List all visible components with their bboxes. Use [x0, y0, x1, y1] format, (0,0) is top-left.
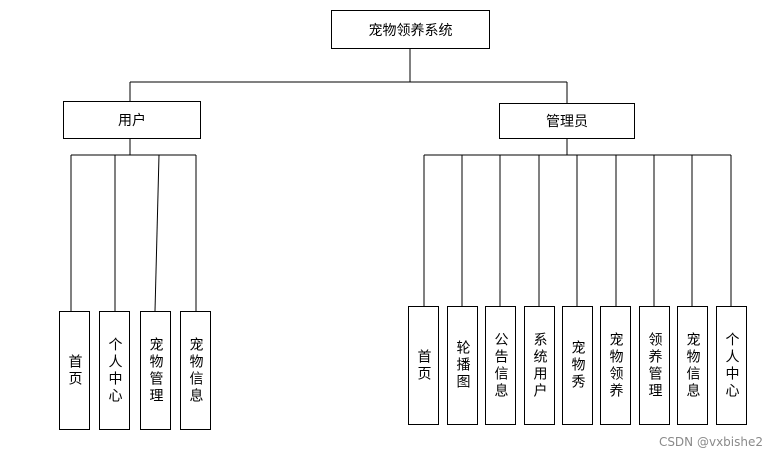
root-label: 宠物领养系统	[368, 22, 453, 39]
admin-label: 管理员	[546, 114, 588, 130]
root-node: 宠物领养系统	[331, 10, 490, 49]
admin-child-node: 宠物领养	[600, 306, 631, 425]
admin-child-label: 宠物领养	[607, 331, 624, 400]
watermark: CSDN @vxbishe2	[658, 435, 763, 449]
admin-child-node: 宠物秀	[562, 306, 593, 425]
admin-child-node: 系统用户	[524, 306, 555, 425]
admin-child-node: 宠物信息	[677, 306, 708, 425]
admin-node: 管理员	[499, 103, 635, 139]
admin-child-label: 领养管理	[646, 331, 663, 400]
admin-child-label: 宠物信息	[684, 331, 701, 400]
user-child-label: 宠物信息	[187, 336, 204, 405]
user-child-label: 个人中心	[106, 336, 123, 405]
user-child-label: 宠物管理	[147, 336, 164, 405]
admin-child-label: 个人中心	[723, 331, 740, 400]
admin-child-node: 公告信息	[485, 306, 516, 425]
user-child-node: 宠物管理	[140, 311, 171, 430]
admin-child-node: 个人中心	[716, 306, 747, 425]
admin-child-label: 系统用户	[531, 331, 548, 400]
admin-child-node: 轮播图	[447, 306, 478, 425]
user-label: 用户	[118, 113, 146, 129]
user-child-node: 个人中心	[99, 311, 130, 430]
admin-child-node: 首页	[408, 306, 439, 425]
admin-child-node: 领养管理	[639, 306, 670, 425]
admin-child-label: 宠物秀	[569, 340, 586, 391]
user-child-label: 首页	[66, 353, 83, 388]
user-child-node: 首页	[59, 311, 90, 430]
admin-child-label: 公告信息	[492, 331, 509, 400]
user-child-node: 宠物信息	[180, 311, 211, 430]
admin-child-label: 首页	[415, 348, 432, 383]
admin-child-label: 轮播图	[454, 340, 471, 391]
user-node: 用户	[63, 101, 201, 139]
